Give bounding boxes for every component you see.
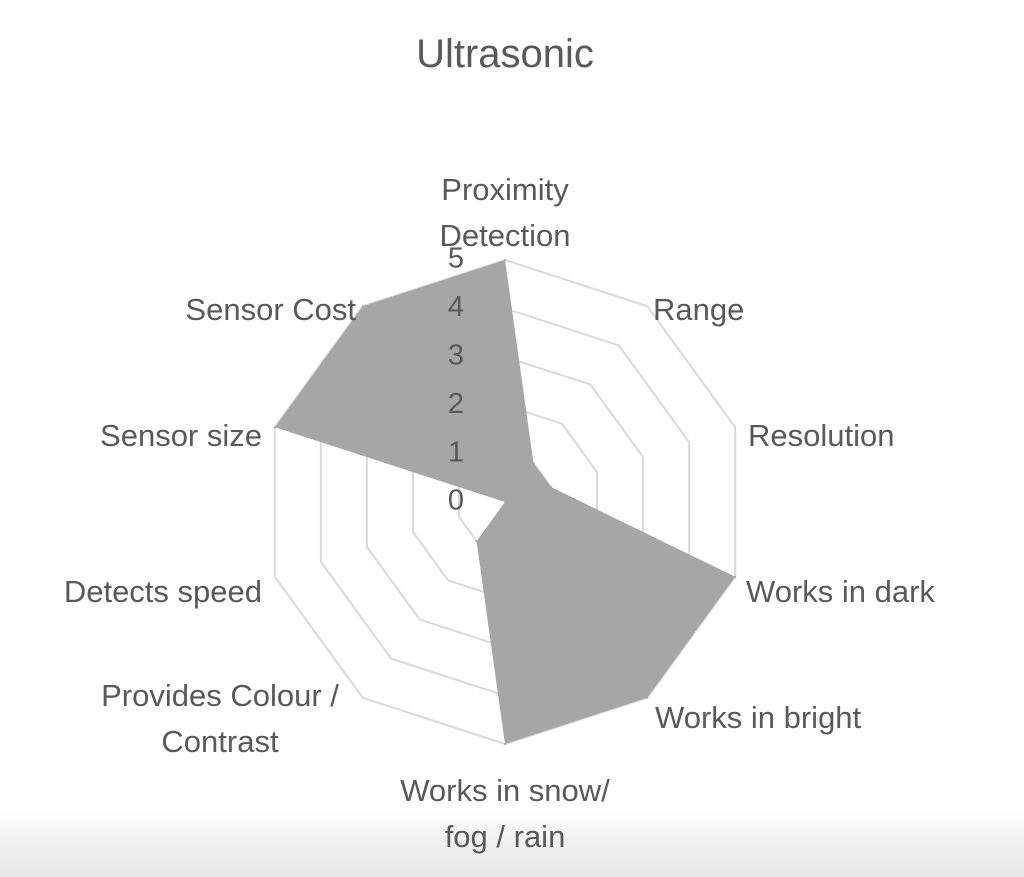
- data-point-0: [504, 259, 506, 261]
- data-point-7: [504, 501, 506, 503]
- data-point-4: [646, 696, 649, 699]
- data-point-8: [273, 426, 276, 429]
- category-label-5: Works in snow/fog / rain: [400, 773, 610, 854]
- data-point-5: [504, 743, 506, 745]
- category-label-1: Range: [653, 292, 744, 327]
- data-point-6: [475, 540, 478, 543]
- tick-label-3: 3: [448, 339, 464, 371]
- tick-label-1: 1: [448, 436, 464, 468]
- category-label-9: Sensor Cost: [185, 292, 356, 327]
- data-point-3: [734, 575, 737, 578]
- tick-label-5: 5: [448, 243, 464, 275]
- data-point-1: [532, 461, 535, 464]
- tick-label-0: 0: [448, 485, 464, 517]
- data-point-9: [361, 305, 364, 308]
- category-label-2: Resolution: [748, 418, 894, 453]
- tick-label-4: 4: [448, 291, 464, 323]
- category-label-3: Works in dark: [746, 574, 935, 609]
- data-point-2: [550, 486, 553, 489]
- category-label-6: Provides Colour /Contrast: [101, 678, 339, 759]
- category-label-8: Sensor size: [100, 418, 262, 453]
- chart-title: Ultrasonic: [416, 32, 594, 76]
- category-label-7: Detects speed: [64, 574, 262, 609]
- tick-label-2: 2: [448, 388, 464, 420]
- category-label-4: Works in bright: [655, 700, 862, 735]
